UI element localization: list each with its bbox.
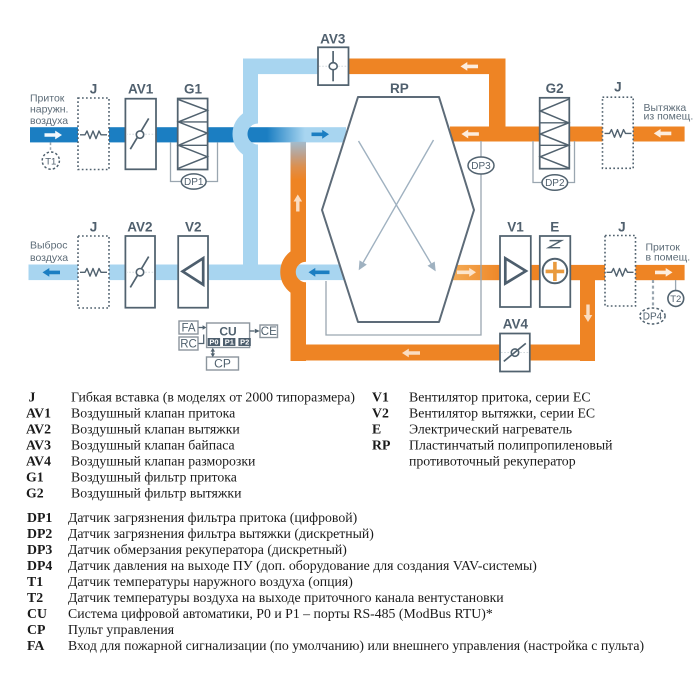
svg-text:P0: P0 xyxy=(209,338,218,347)
svg-text:Вентилятор притока, серии ЕС: Вентилятор притока, серии ЕС xyxy=(409,390,591,405)
svg-text:DP4: DP4 xyxy=(643,312,663,323)
svg-text:E: E xyxy=(550,219,559,234)
svg-text:DP3: DP3 xyxy=(471,161,491,172)
svg-text:Воздушный клапан притока: Воздушный клапан притока xyxy=(71,406,235,421)
svg-text:AV4: AV4 xyxy=(503,316,529,331)
svg-text:DP3: DP3 xyxy=(27,542,52,557)
svg-text:V1: V1 xyxy=(507,219,524,234)
svg-text:Вытяжка: Вытяжка xyxy=(644,102,687,114)
svg-text:T2: T2 xyxy=(670,294,681,305)
svg-text:наружн.: наружн. xyxy=(30,104,68,116)
svg-text:RP: RP xyxy=(390,81,409,96)
svg-text:Датчик загрязнения фильтра выт: Датчик загрязнения фильтра вытяжки (диск… xyxy=(68,526,374,542)
svg-text:G1: G1 xyxy=(184,82,203,97)
svg-text:E: E xyxy=(372,422,381,437)
svg-text:Воздушный фильтр притока: Воздушный фильтр притока xyxy=(71,470,237,485)
svg-text:Воздушный клапан байпаса: Воздушный клапан байпаса xyxy=(71,438,235,453)
svg-text:P2: P2 xyxy=(240,338,249,347)
svg-text:T2: T2 xyxy=(27,590,43,605)
svg-text:DP2: DP2 xyxy=(27,526,52,541)
svg-text:J: J xyxy=(614,80,622,95)
svg-text:Воздушный клапан разморозки: Воздушный клапан разморозки xyxy=(71,454,256,469)
svg-text:воздуха: воздуха xyxy=(30,115,68,127)
svg-text:AV3: AV3 xyxy=(320,32,346,47)
svg-text:T1: T1 xyxy=(45,156,56,167)
svg-text:воздуха: воздуха xyxy=(30,252,68,264)
svg-text:T1: T1 xyxy=(27,574,43,589)
svg-text:AV1: AV1 xyxy=(128,82,154,97)
svg-text:Электрический нагреватель: Электрический нагреватель xyxy=(409,422,572,437)
svg-text:Вентилятор вытяжки, серии ЕС: Вентилятор вытяжки, серии ЕС xyxy=(409,406,595,421)
svg-text:Пластинчатый полипропиленовый: Пластинчатый полипропиленовый xyxy=(409,438,613,453)
svg-text:AV2: AV2 xyxy=(26,422,51,437)
svg-text:Система цифровой автоматики, P: Система цифровой автоматики, P0 и P1 – п… xyxy=(68,606,493,622)
svg-text:CP: CP xyxy=(27,622,46,637)
svg-text:P1: P1 xyxy=(225,338,234,347)
svg-text:AV3: AV3 xyxy=(26,438,51,453)
svg-text:J: J xyxy=(90,82,98,97)
svg-text:G2: G2 xyxy=(546,81,564,96)
svg-text:CP: CP xyxy=(214,356,231,370)
svg-text:в помещ.: в помещ. xyxy=(646,252,691,264)
svg-text:Датчик давления на выходе ПУ (: Датчик давления на выходе ПУ (доп. обору… xyxy=(68,558,537,574)
svg-text:DP2: DP2 xyxy=(545,178,565,189)
svg-text:G1: G1 xyxy=(26,470,44,485)
svg-text:AV1: AV1 xyxy=(26,406,51,421)
svg-text:противоточный рекуператор: противоточный рекуператор xyxy=(409,454,576,469)
svg-text:CU: CU xyxy=(27,606,47,621)
svg-text:V2: V2 xyxy=(185,219,202,234)
svg-text:G2: G2 xyxy=(26,486,44,501)
svg-text:RP: RP xyxy=(372,438,391,453)
svg-text:AV2: AV2 xyxy=(127,219,152,234)
svg-text:RC: RC xyxy=(180,339,197,351)
svg-text:V2: V2 xyxy=(372,406,389,421)
svg-text:CE: CE xyxy=(261,326,277,338)
svg-text:FA: FA xyxy=(181,323,195,335)
svg-text:Приток: Приток xyxy=(646,242,681,254)
svg-text:Воздушный фильтр вытяжки: Воздушный фильтр вытяжки xyxy=(71,486,242,501)
svg-text:FA: FA xyxy=(27,638,44,653)
svg-text:Датчик температуры наружного в: Датчик температуры наружного воздуха (оп… xyxy=(68,574,353,590)
svg-text:V1: V1 xyxy=(372,390,389,405)
svg-text:Пульт управления: Пульт управления xyxy=(68,622,175,637)
svg-text:CU: CU xyxy=(219,325,236,339)
svg-text:J: J xyxy=(29,390,36,405)
svg-text:Приток: Приток xyxy=(30,93,65,105)
svg-text:Датчик обмерзания рекуператора: Датчик обмерзания рекуператора (дискретн… xyxy=(68,542,347,558)
svg-text:Гибкая вставка (в моделях от 2: Гибкая вставка (в моделях от 2000 типора… xyxy=(71,390,355,406)
svg-text:AV4: AV4 xyxy=(26,454,51,469)
svg-text:J: J xyxy=(90,219,98,234)
svg-text:DP1: DP1 xyxy=(184,177,204,188)
svg-text:Датчик температуры воздуха на: Датчик температуры воздуха на выходе при… xyxy=(68,590,504,605)
svg-text:Выброс: Выброс xyxy=(30,240,68,252)
svg-text:Датчик загрязнения фильтра при: Датчик загрязнения фильтра притока (цифр… xyxy=(68,510,357,526)
svg-text:DP4: DP4 xyxy=(27,558,52,573)
svg-text:из помещ.: из помещ. xyxy=(644,111,694,123)
svg-text:Воздушный клапан вытяжки: Воздушный клапан вытяжки xyxy=(71,422,240,437)
svg-text:Вход для пожарной сигнализации: Вход для пожарной сигнализации (по умолч… xyxy=(68,638,644,654)
svg-text:DP1: DP1 xyxy=(27,510,52,525)
svg-text:J: J xyxy=(618,219,626,234)
